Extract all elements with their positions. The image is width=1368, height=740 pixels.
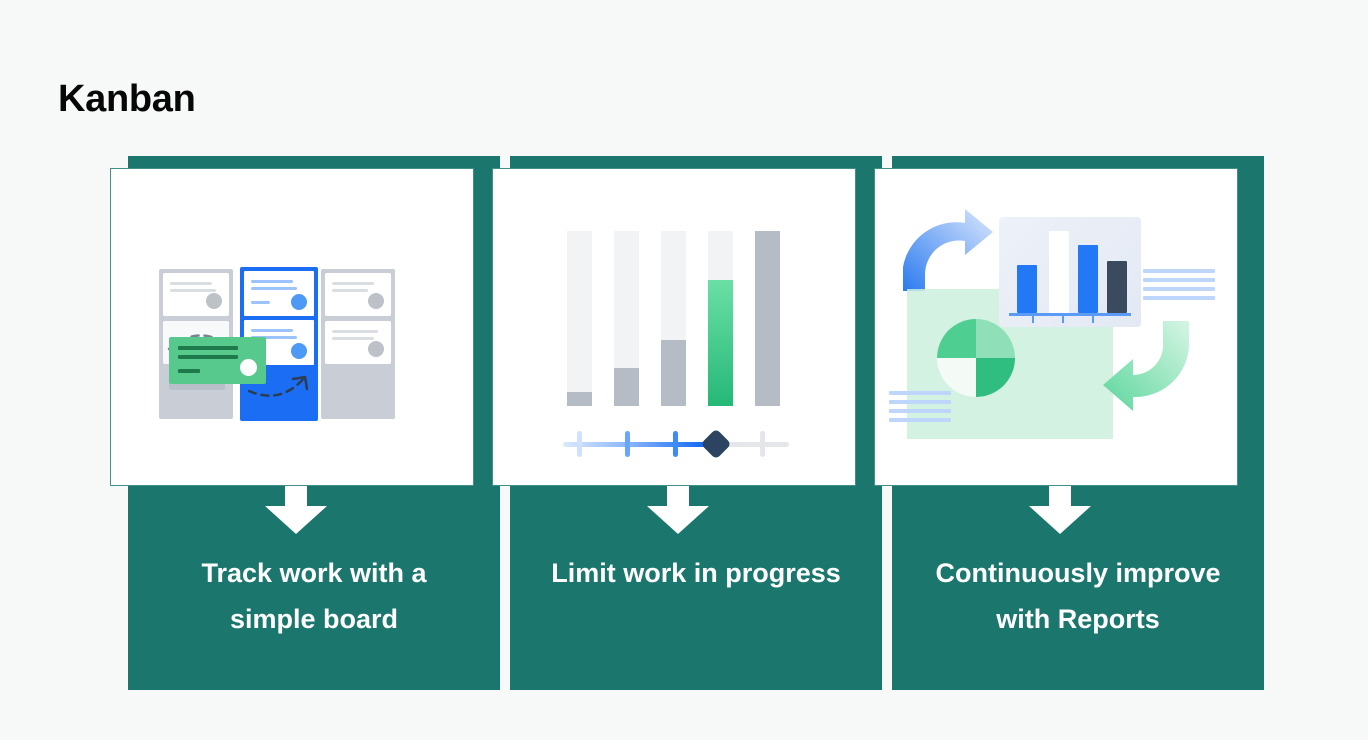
bar-track (661, 231, 686, 406)
page-title: Kanban (58, 78, 196, 120)
reports-charts-illustration (875, 169, 1237, 485)
card-improve-reports[interactable]: Continuously improve with Reports (874, 150, 1264, 690)
report-axis-tick (1062, 315, 1064, 323)
wip-bar-chart (567, 231, 783, 406)
bar-track (614, 231, 639, 406)
bar-track (755, 231, 780, 406)
board-card-active (244, 271, 314, 316)
refresh-arrow-down-icon (1103, 321, 1189, 411)
slider-handle[interactable] (700, 428, 732, 460)
slider-tick (577, 431, 582, 457)
bar-fill-highlight (708, 280, 733, 406)
refresh-arrow-up-icon (903, 209, 993, 291)
bar-fill (614, 367, 639, 406)
card-limit-wip[interactable]: Limit work in progress (492, 150, 882, 690)
bar-fill (755, 231, 780, 406)
dragged-card[interactable] (169, 337, 266, 384)
report-bar (1107, 261, 1127, 313)
dragged-card-avatar (240, 359, 257, 376)
board-card (325, 321, 391, 364)
card-caption: Track work with a simple board (128, 488, 500, 690)
bar-fill (661, 339, 686, 406)
kanban-board-illustration (111, 169, 473, 485)
drop-path-arrow-icon (247, 375, 309, 397)
report-axis-line (1009, 313, 1131, 316)
slider-tick (760, 431, 765, 457)
card-caption-text: Continuously improve with Reports (935, 558, 1221, 634)
report-axis-tick (1092, 315, 1094, 323)
card-caption-text: Track work with a simple board (201, 558, 427, 634)
wip-limit-bars-illustration (493, 169, 855, 485)
board-card (163, 273, 229, 316)
report-bar (1017, 265, 1037, 313)
report-bar (1049, 231, 1069, 313)
report-bar (1078, 245, 1098, 313)
illustration-panel (874, 168, 1238, 486)
bar-fill (567, 392, 592, 406)
card-caption: Continuously improve with Reports (892, 488, 1264, 690)
illustration-panel (110, 168, 474, 486)
report-pie-chart (937, 319, 1015, 397)
illustration-panel (492, 168, 856, 486)
report-text-lines (889, 391, 951, 427)
slider-tick (673, 431, 678, 457)
card-caption: Limit work in progress (510, 488, 882, 690)
bar-track (567, 231, 592, 406)
report-axis-tick (1032, 315, 1034, 323)
slider-tick (625, 431, 630, 457)
board-card (325, 273, 391, 316)
bar-track (708, 231, 733, 406)
report-bar-chart-panel (999, 217, 1141, 327)
wip-limit-slider[interactable] (563, 428, 789, 460)
card-track-work[interactable]: Track work with a simple board (110, 150, 500, 690)
card-caption-text: Limit work in progress (551, 558, 841, 588)
report-text-lines (1143, 269, 1215, 305)
